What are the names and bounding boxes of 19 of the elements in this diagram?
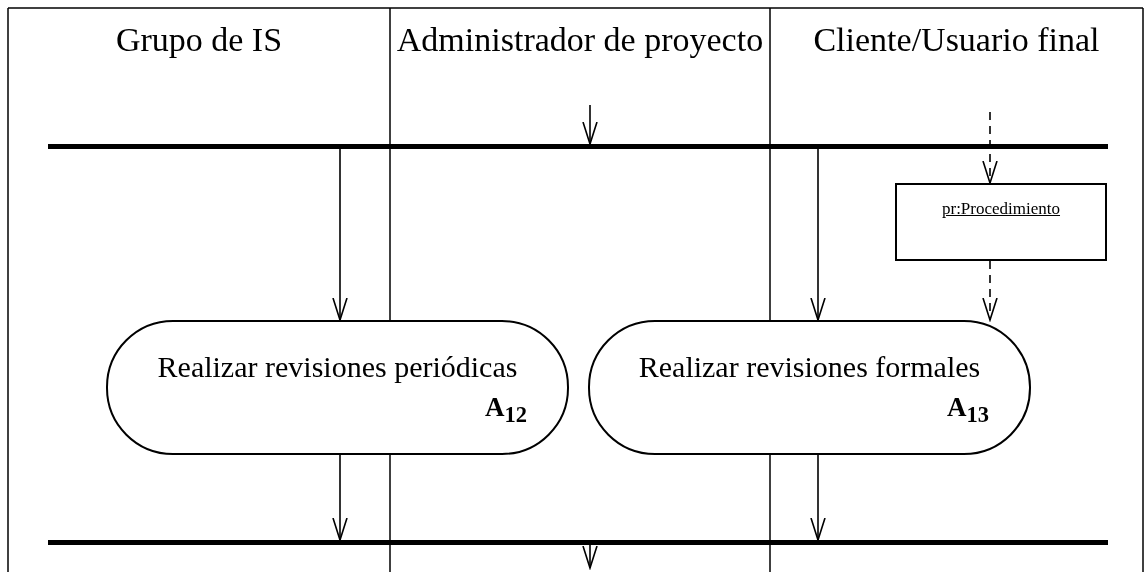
activity-id: A$_{12}$ <box>485 392 527 429</box>
activity-name: Realizar revisiones formales <box>637 350 982 384</box>
activity-id: A$_{13}$ <box>947 392 989 429</box>
object-box <box>895 183 1107 261</box>
arrow <box>332 148 348 321</box>
arrow <box>982 260 998 321</box>
sync-bar <box>48 144 1108 149</box>
activity-name: Realizar revisiones periódicas <box>156 350 519 384</box>
arrow <box>982 111 998 184</box>
swimlane-heading: Grupo de IS <box>114 20 284 60</box>
arrow <box>810 454 826 541</box>
arrow <box>582 544 598 569</box>
swimlane-heading: Cliente/Usuario final <box>812 20 1101 60</box>
sync-bar <box>48 540 1108 545</box>
arrow <box>332 454 348 541</box>
arrow <box>810 148 826 321</box>
object-name: pr:Procedimiento <box>942 199 1060 218</box>
swimlane-heading: Administrador de proyecto <box>395 20 765 60</box>
arrow <box>582 104 598 145</box>
